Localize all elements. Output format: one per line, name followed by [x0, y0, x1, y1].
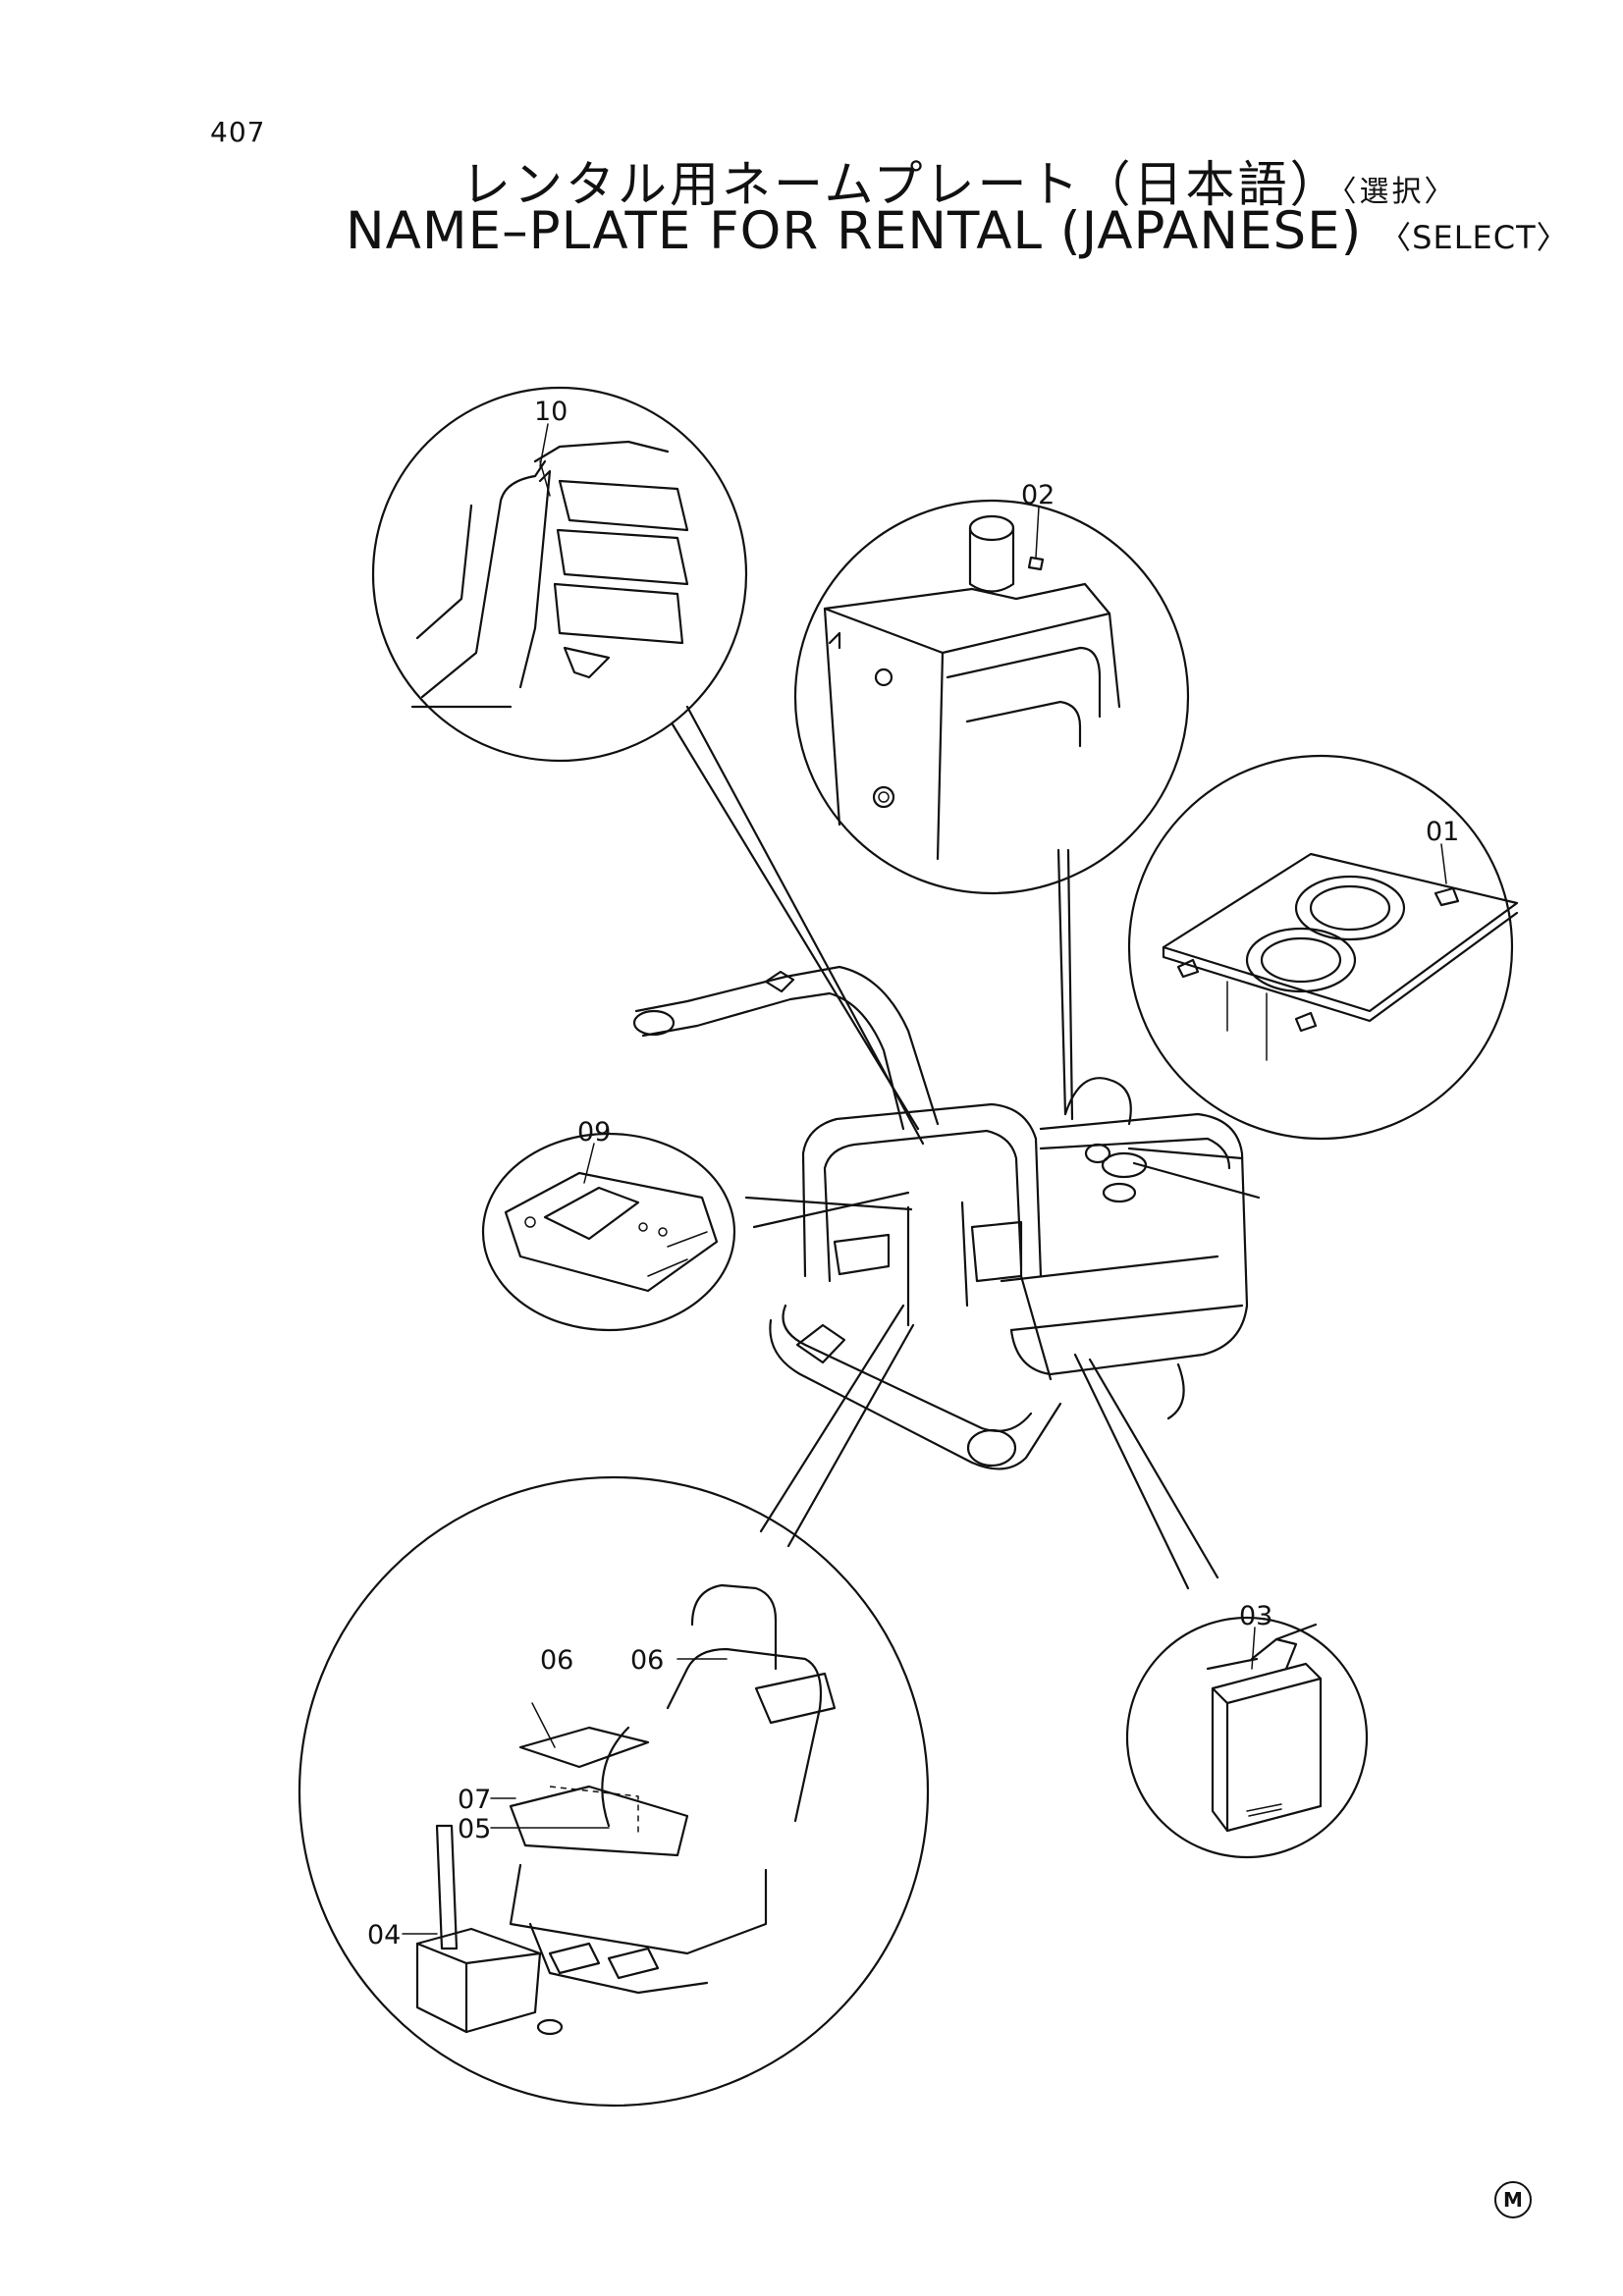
detail-circle-10 — [371, 386, 748, 763]
title-japanese-select: 〈選択〉 — [1341, 175, 1457, 209]
callout-04: 04 — [367, 1920, 401, 1950]
title-japanese-text: レンタル用ネームプレート（日本語） — [461, 156, 1342, 213]
page-number: 407 — [210, 116, 266, 148]
leader-10 — [539, 423, 549, 467]
callout-01: 01 — [1426, 817, 1459, 847]
callout-06a: 06 — [540, 1645, 573, 1676]
detail-circle-09 — [481, 1132, 736, 1332]
title-english-text: NAME–PLATE FOR RENTAL (JAPANESE) — [346, 201, 1363, 261]
excavator — [632, 965, 1249, 1470]
callout-09: 09 — [577, 1117, 611, 1148]
leader-09 — [583, 1143, 595, 1184]
title-english: NAME–PLATE FOR RENTAL (JAPANESE) 〈SELECT… — [346, 201, 1569, 261]
title-english-select: 〈SELECT〉 — [1380, 219, 1569, 256]
callout-02: 02 — [1021, 480, 1055, 510]
leader-01 — [1440, 843, 1447, 884]
title-japanese: レンタル用ネームプレート（日本語）〈選択〉 — [461, 145, 1457, 216]
callout-06b: 06 — [630, 1645, 664, 1676]
callout-10: 10 — [534, 397, 568, 427]
detail-circle-01 — [1127, 754, 1519, 1141]
callout-05: 05 — [458, 1814, 491, 1844]
registered-mark-icon: M — [1494, 2181, 1532, 2218]
leader-02 — [1035, 506, 1040, 559]
callout-03: 03 — [1239, 1601, 1272, 1631]
detail-circle-03 — [1125, 1616, 1369, 1859]
leader-lines — [671, 705, 1261, 1590]
leader-03 — [1251, 1627, 1256, 1670]
callout-07: 07 — [458, 1785, 491, 1815]
detail-circle-seat — [298, 1475, 930, 2108]
detail-circle-02 — [793, 499, 1190, 895]
